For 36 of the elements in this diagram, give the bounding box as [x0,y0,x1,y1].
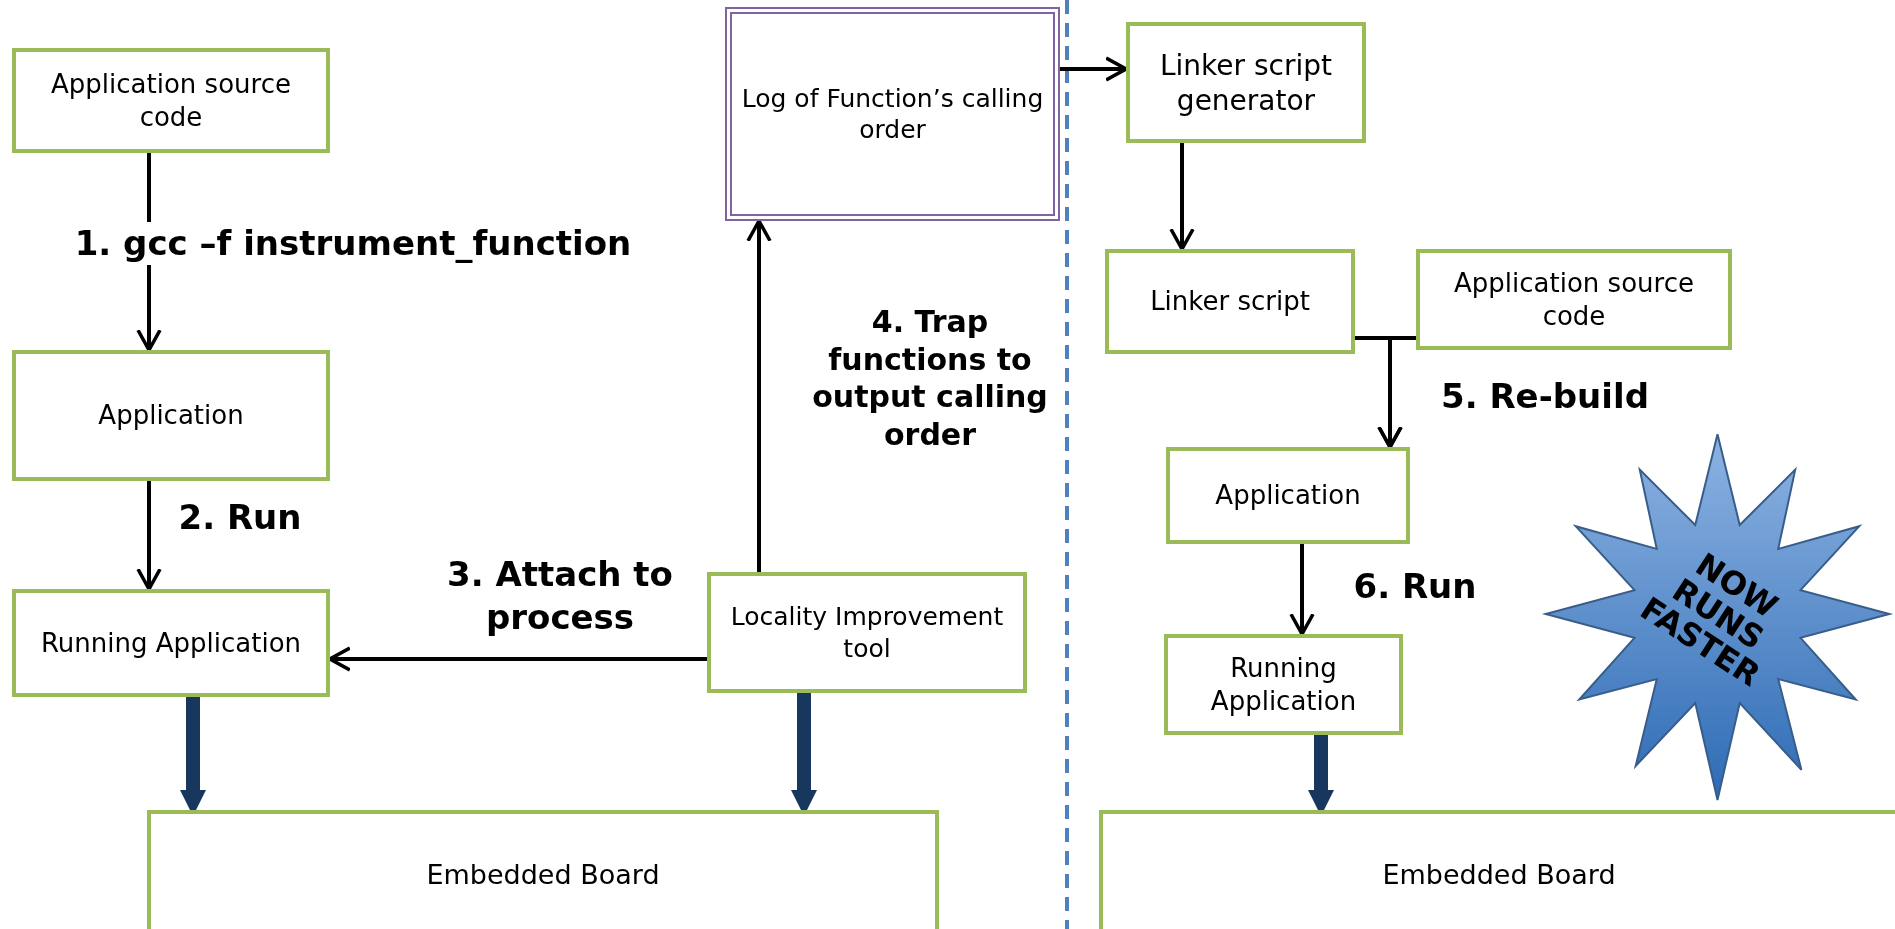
process-box [1164,634,1403,735]
box-label: Log of Function’s calling order [740,82,1045,146]
box-label: Running Application [39,626,303,660]
process-box [12,48,330,153]
box-label: Locality Improvement tool [729,601,1005,664]
process-box [1166,447,1410,544]
process-box [12,350,330,481]
edge-label: 3. Attach to process [446,553,674,638]
process-box [707,572,1027,693]
arrow [328,646,707,672]
log-box [725,7,1060,221]
arrow [1060,56,1128,82]
box-label: Linker script [1149,285,1311,318]
edge-label: 6. Run [1352,565,1478,608]
box-label: Application source code [50,68,292,133]
box-label: Embedded Board [425,858,661,892]
arrow [1289,544,1315,636]
box-label: Application [97,399,245,432]
edge-label: 4. Trap functions to output calling order [811,303,1049,453]
arrow [746,219,772,572]
arrow [1169,143,1195,251]
box-label: Running Application [1209,652,1358,717]
arrow [136,481,162,591]
process-box [1099,810,1895,929]
process-box [1105,249,1355,354]
process-box [147,810,939,929]
process-box [1126,22,1366,143]
box-label: Application source code [1453,267,1695,332]
box-label: Linker script generator [1159,47,1333,118]
box-label: Embedded Board [1381,858,1617,892]
box-label: Application [1214,479,1362,512]
edge-label: 5. Re-build [1440,375,1650,418]
process-box [1416,249,1732,350]
process-box [12,589,330,697]
edge-label: 2. Run [177,496,303,539]
arrow [1377,336,1416,449]
